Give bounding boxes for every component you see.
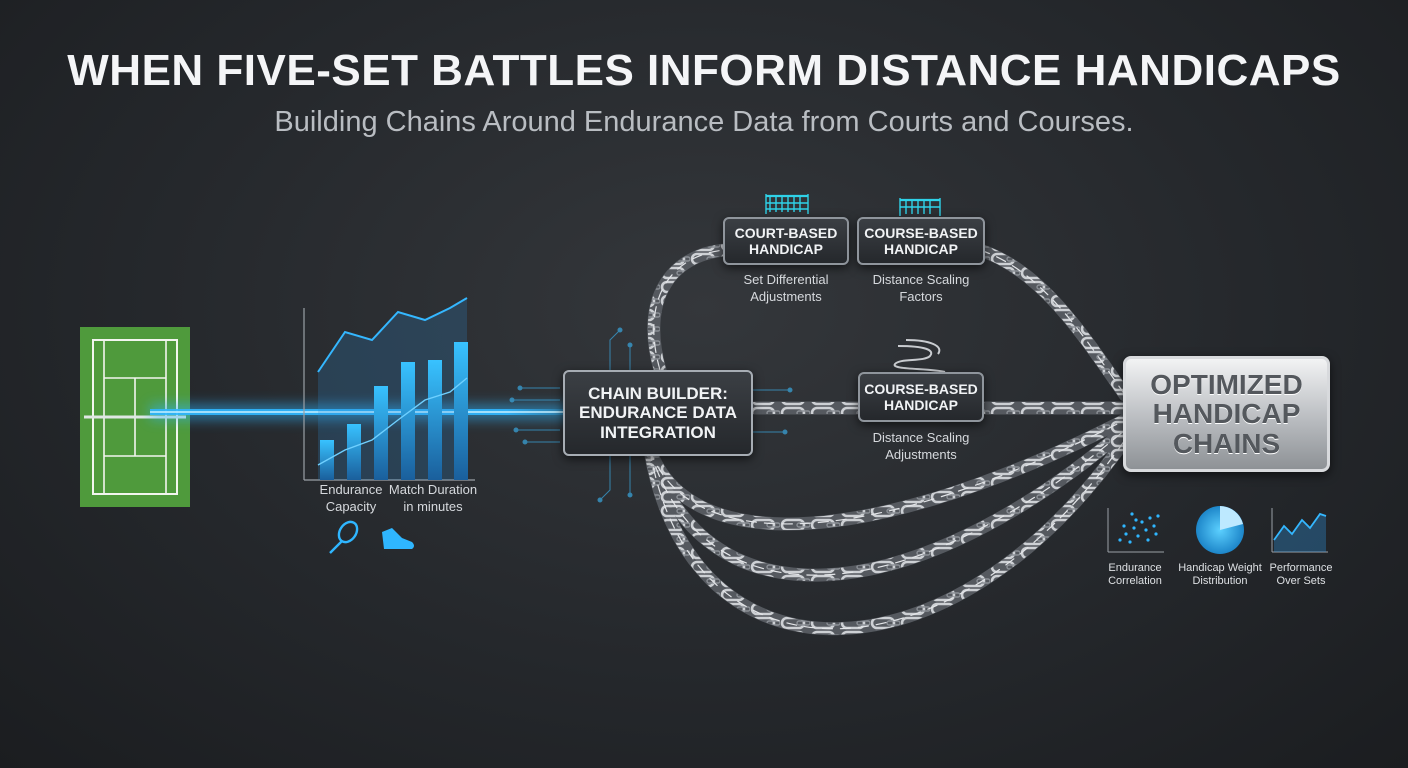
endurance-chart: [303, 297, 475, 481]
chart-label-duration: Match Duration in minutes: [388, 482, 478, 514]
chart-bar-5: [428, 360, 442, 480]
metric-label-performance: Performance Over Sets: [1269, 562, 1333, 588]
metric-label-correlation: Endurance Correlation: [1108, 562, 1162, 588]
course-handicap-mid-caption: Distance Scaling Adjustments: [872, 430, 970, 462]
tennis-net-icon: [765, 194, 809, 214]
chain-builder-box: CHAIN BUILDER: ENDURANCE DATA INTEGRATIO…: [563, 370, 753, 456]
chart-bar-6: [454, 342, 468, 480]
optimized-chains-box: OPTIMIZED HANDICAP CHAINS: [1123, 356, 1330, 472]
page-title: WHEN FIVE-SET BATTLES INFORM DISTANCE HA…: [67, 46, 1341, 95]
circuit-traces: [509, 327, 793, 503]
court-handicap-box: COURT-BASED HANDICAP: [723, 217, 849, 265]
course-handicap-top-box: COURSE-BASED HANDICAP: [857, 217, 985, 265]
tennis-net-icon-2: [899, 198, 941, 216]
scatter-chart-icon: [1107, 508, 1164, 553]
metric-label-weight: Handicap Weight Distribution: [1178, 562, 1262, 588]
chart-bar-4: [401, 362, 415, 480]
chain-links: [643, 243, 1132, 636]
court-handicap-caption: Set Differential Adjustments: [743, 272, 829, 304]
line-chart-icon: [1271, 508, 1328, 553]
page-subtitle: Building Chains Around Endurance Data fr…: [274, 106, 1134, 138]
winding-road-icon: [893, 339, 946, 373]
course-handicap-mid-box: COURSE-BASED HANDICAP: [858, 372, 984, 422]
running-shoe-icon: [382, 528, 414, 549]
course-handicap-top-caption: Distance Scaling Factors: [872, 272, 970, 304]
tennis-racket-icon: [329, 520, 359, 554]
chart-label-endurance: Endurance Capacity: [319, 482, 383, 514]
chart-bar-2: [347, 424, 361, 480]
pie-chart-icon: [1196, 506, 1244, 554]
